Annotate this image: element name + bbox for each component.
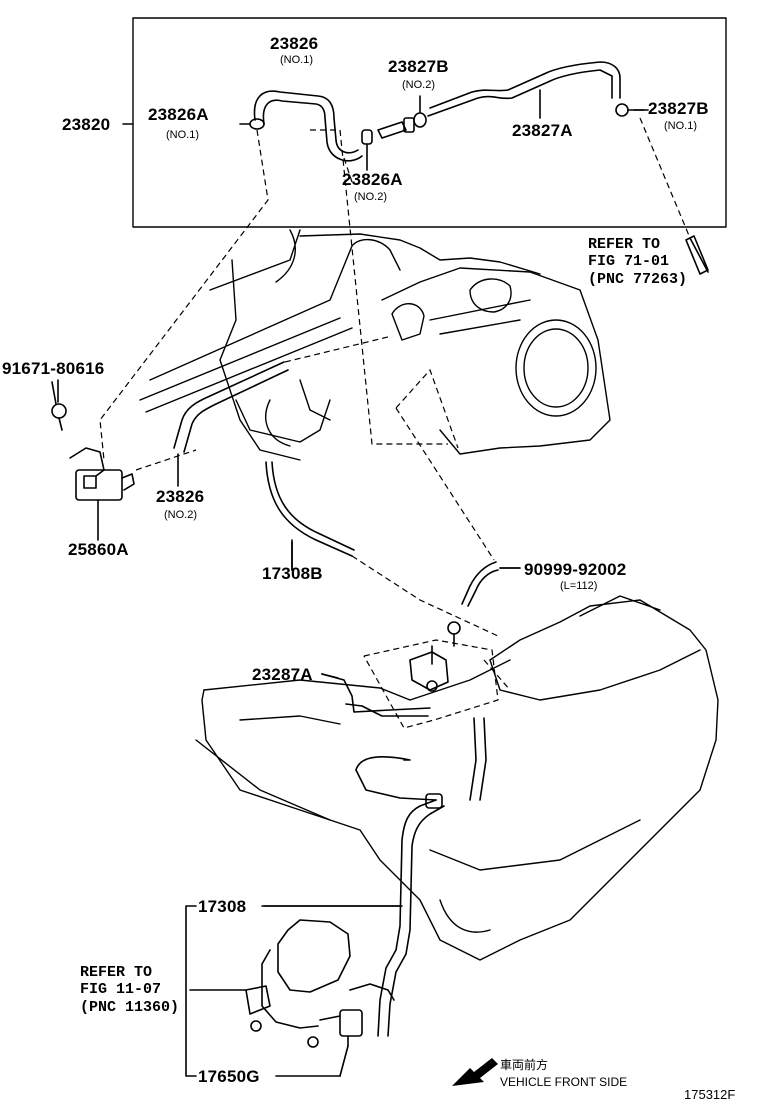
label-23827b-no1-sub: (NO.1) <box>664 120 697 132</box>
hose-23826-no2 <box>173 361 289 487</box>
reference-fig-71-01: REFER TO FIG 71-01 (PNC 77263) <box>588 236 687 288</box>
label-23826-no2: 23826 <box>156 487 205 506</box>
label-91671-80616: 91671-80616 <box>2 359 105 378</box>
label-23827b-no2-sub: (NO.2) <box>402 79 435 91</box>
label-23827a: 23827A <box>512 121 573 140</box>
label-90999-92002-sub: (L=112) <box>560 580 598 592</box>
tank-outline <box>195 595 719 961</box>
hose-23287a <box>321 673 487 801</box>
dashed-connections <box>99 117 691 729</box>
ref-bottom-line2: FIG 11-07 <box>80 981 162 999</box>
clamp-23827b-no2 <box>413 95 427 128</box>
label-23826-no1-sub: (NO.1) <box>280 54 313 66</box>
label-23826-no2-sub: (NO.2) <box>164 509 197 521</box>
bolt-91671-80616 <box>51 381 67 431</box>
bracket-23287a <box>409 645 449 692</box>
label-23826a-no2: 23826A <box>342 170 403 189</box>
leader-17650g-up <box>339 1045 349 1077</box>
label-23287a: 23287A <box>252 665 313 684</box>
vehicle-front-arrow <box>452 1058 498 1086</box>
bolt-tank <box>447 621 461 647</box>
ref-top-line2: FIG 71-01 <box>588 253 670 271</box>
leader-23287a <box>321 673 339 679</box>
hose-assembly-box <box>132 17 727 228</box>
clamp-23826a-no2 <box>361 129 373 171</box>
hose-23827a <box>427 61 621 119</box>
label-23827b-no2: 23827B <box>388 57 449 76</box>
vehicle-front-side-jp: 車両前方 <box>500 1058 549 1072</box>
ref-top-line1: REFER TO <box>588 236 661 253</box>
label-90999-92002: 90999-92002 <box>524 560 627 579</box>
ref-bottom-line3: (PNC 11360) <box>80 998 180 1016</box>
reference-fig-11-07: REFER TO FIG 11-07 (PNC 11360) <box>80 964 179 1016</box>
label-23826a-no2-sub: (NO.2) <box>354 191 387 203</box>
vsv-25860a <box>69 447 135 541</box>
canister-17650g <box>245 919 395 1048</box>
label-23827b-no1: 23827B <box>648 99 709 118</box>
vehicle-front-side-en: VEHICLE FRONT SIDE <box>500 1075 628 1089</box>
label-23826a-no1-sub: (NO.1) <box>166 129 199 141</box>
label-17650g: 17650G <box>198 1067 260 1086</box>
hose-23826-no1 <box>253 90 363 162</box>
engine-outline <box>139 229 611 461</box>
hose-17308b <box>265 461 355 571</box>
label-23826-no1: 23826 <box>270 34 319 53</box>
ref-top-line3: (PNC 77263) <box>588 270 688 288</box>
ref-top-pipe <box>685 235 709 275</box>
label-17308: 17308 <box>198 897 247 916</box>
label-25860a: 25860A <box>68 540 129 559</box>
illustration-code: 175312F <box>684 1087 736 1102</box>
label-17308b: 17308B <box>262 564 323 583</box>
connector-pipe <box>377 117 415 139</box>
label-23820: 23820 <box>62 115 111 134</box>
bracket-17308-17650g <box>185 905 197 1077</box>
clamp-23826a-no1 <box>239 118 265 130</box>
label-23826a-no1: 23826A <box>148 105 209 124</box>
ref-bottom-line1: REFER TO <box>80 964 153 981</box>
leader-ref-top <box>689 237 709 273</box>
